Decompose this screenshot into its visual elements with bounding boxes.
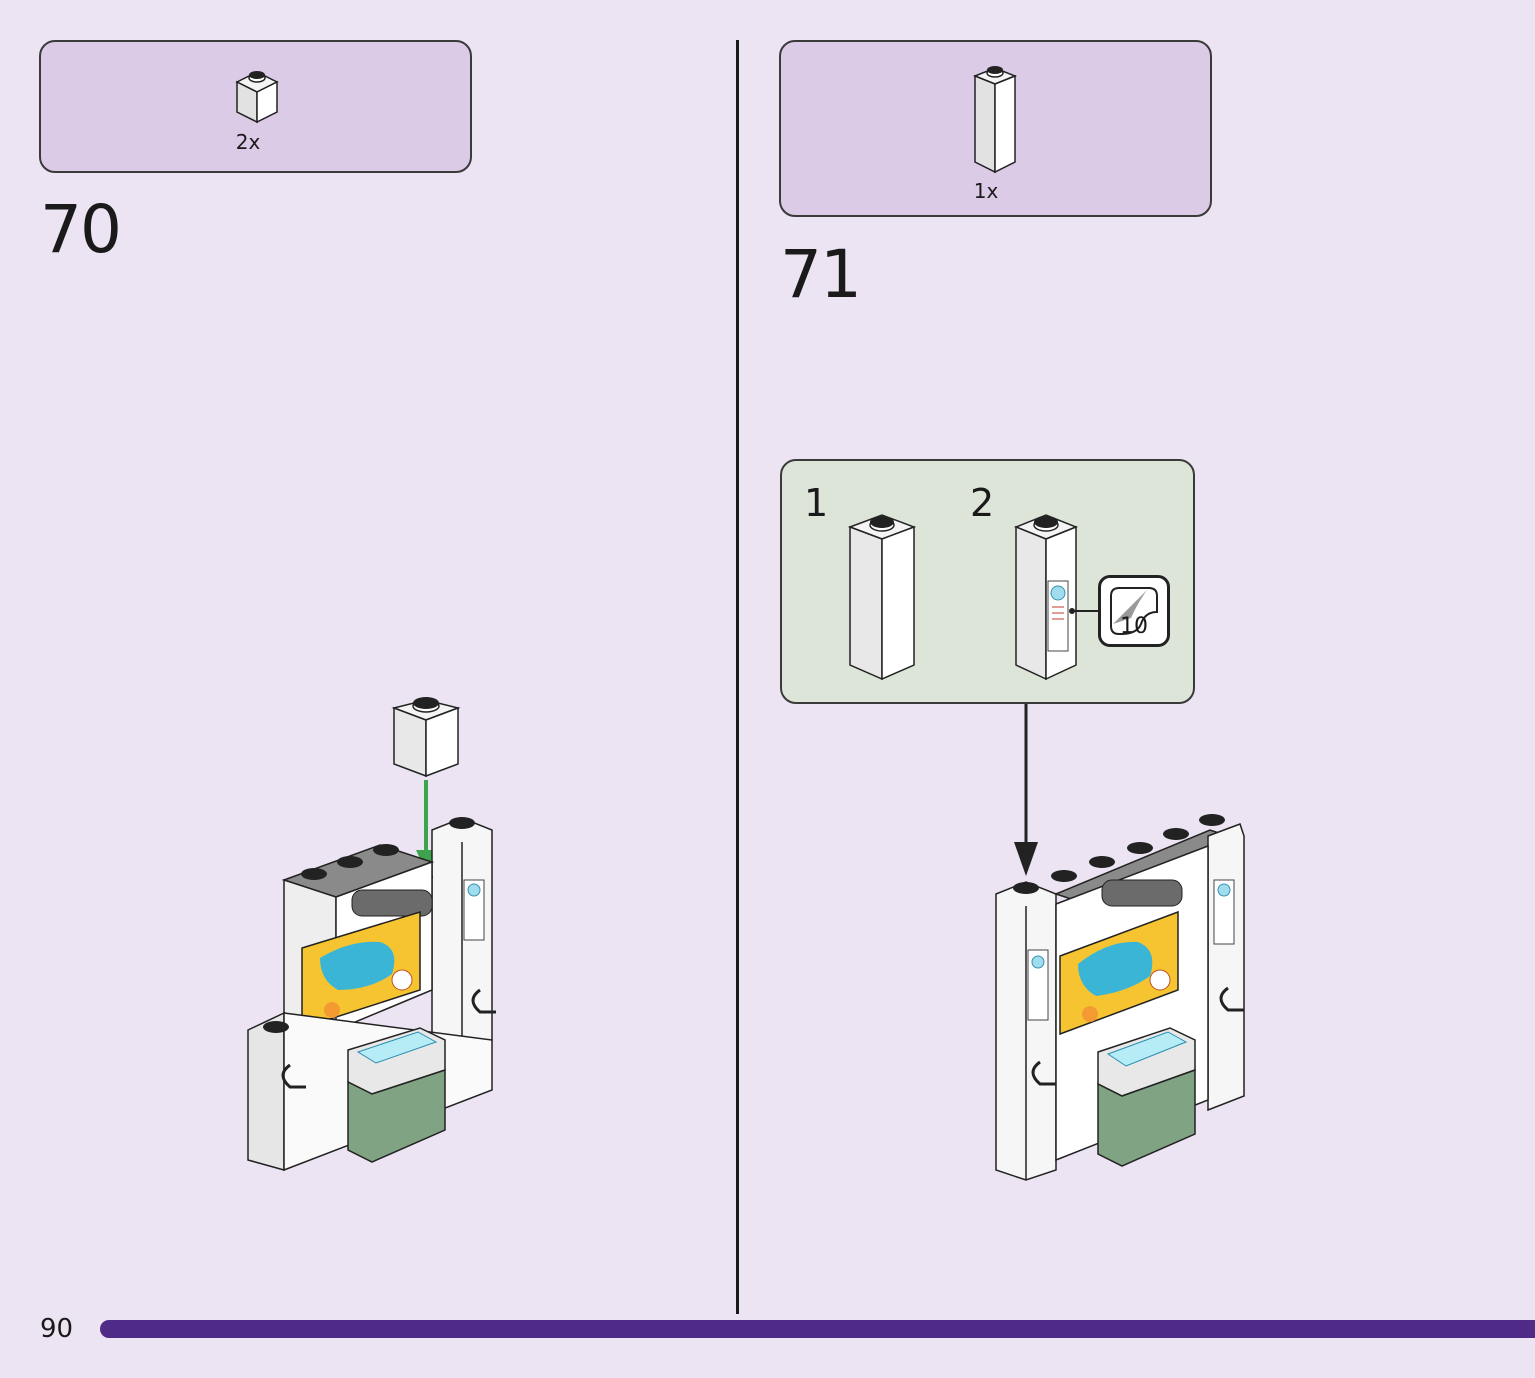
step-70-qty: 2x (235, 130, 261, 154)
substep-1-brick (847, 514, 917, 681)
sticker-sheet-icon (1110, 587, 1158, 635)
substep-arrow (1014, 704, 1038, 876)
step-71-number: 71 (780, 236, 862, 313)
brick-1x1x3-icon (972, 66, 1018, 174)
sticker-callout: 10 (1098, 575, 1170, 647)
step-divider (736, 40, 739, 1314)
brick-1x1-icon (235, 71, 279, 124)
substep-2-number: 2 (970, 481, 995, 525)
step-70-number: 70 (40, 191, 122, 268)
step-70-parts-box: 2x (39, 40, 472, 173)
step-71-qty: 1x (973, 179, 999, 203)
substep-2-brick (1013, 514, 1079, 681)
step-71-parts-box: 1x (779, 40, 1212, 217)
step-70-model (247, 697, 496, 1172)
substep-1-number: 1 (804, 481, 829, 525)
sticker-number: 10 (1120, 614, 1148, 639)
page-number: 90 (40, 1314, 74, 1344)
footer-bar (100, 1320, 1535, 1338)
step-71-model (995, 814, 1245, 1181)
step-71-substep-box: 1 2 10 (780, 459, 1195, 704)
brick-1x1-falling (391, 697, 461, 778)
